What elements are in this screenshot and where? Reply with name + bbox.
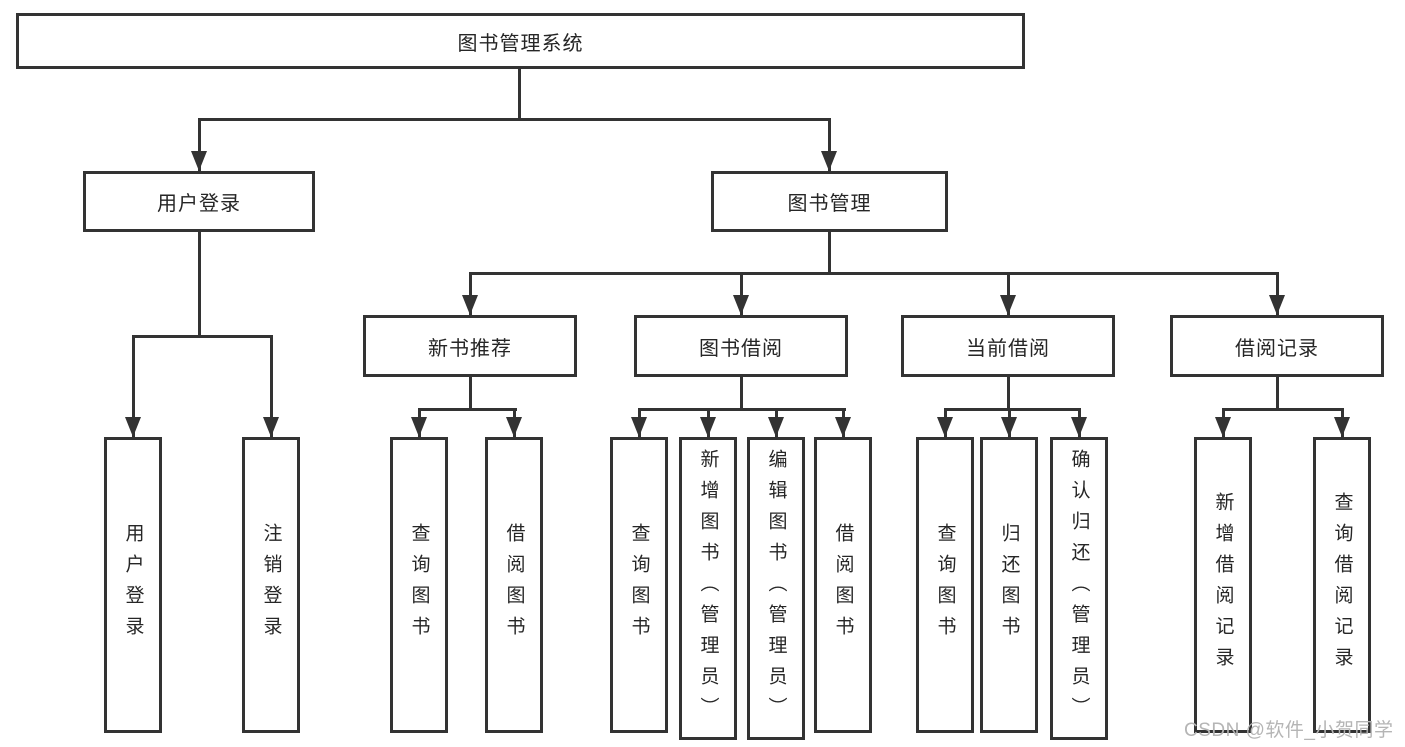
edge-book-borrow-trunk [740, 377, 743, 408]
edge-current-borrow-bus [944, 408, 1081, 411]
arrowhead-icon [263, 417, 279, 437]
edge-root-trunk [518, 69, 521, 118]
arrowhead-icon [1071, 417, 1087, 437]
leaf-user-login: 用户登录 [104, 437, 162, 733]
edge-book-borrow-bus [638, 408, 846, 411]
edge-drop-borrow-records [1276, 272, 1279, 315]
arrowhead-icon [835, 417, 851, 437]
leaf-confirm-return-admin-label: 确认归还（管理员） [1068, 449, 1090, 728]
edge-current-borrow-trunk [1007, 377, 1010, 408]
node-book-management: 图书管理 [711, 171, 948, 232]
arrowhead-icon [125, 417, 141, 437]
node-root: 图书管理系统 [16, 13, 1025, 69]
leaf-logout: 注销登录 [242, 437, 300, 733]
edge-root-bus [198, 118, 830, 121]
arrowhead-icon [462, 295, 478, 315]
node-borrowing-records-label: 借阅记录 [1235, 337, 1319, 360]
edge-user-login-trunk [198, 232, 201, 335]
edge-drop-leaf-login [132, 335, 135, 437]
leaf-query-books-3-label: 查询图书 [934, 523, 956, 647]
node-book-borrowing-label: 图书借阅 [699, 337, 783, 360]
edge-drop-new-book [469, 272, 472, 315]
edge-drop-book-borrow [740, 272, 743, 315]
csdn-watermark: CSDN @软件_小贺同学 [1184, 720, 1394, 741]
leaf-borrow-books-1: 借阅图书 [485, 437, 543, 733]
arrowhead-icon [733, 295, 749, 315]
edge-borrow-records-trunk [1276, 377, 1279, 408]
node-book-borrowing: 图书借阅 [634, 315, 848, 377]
edge-drop-leaf-logout [270, 335, 273, 437]
node-user-login: 用户登录 [83, 171, 315, 232]
edge-new-book-trunk [469, 377, 472, 408]
arrowhead-icon [1215, 417, 1231, 437]
leaf-add-book-admin: 新增图书（管理员） [679, 437, 737, 740]
leaf-add-borrow-record-label: 新增借阅记录 [1212, 492, 1234, 678]
leaf-query-books-2: 查询图书 [610, 437, 668, 733]
leaf-borrow-books-2-label: 借阅图书 [832, 523, 854, 647]
edge-book-mgmt-bus [469, 272, 1279, 275]
node-current-borrowing: 当前借阅 [901, 315, 1115, 377]
leaf-borrow-books-1-label: 借阅图书 [503, 523, 525, 647]
node-new-book-recommend-label: 新书推荐 [428, 337, 512, 360]
arrowhead-icon [1334, 417, 1350, 437]
arrowhead-icon [821, 151, 837, 171]
node-book-management-label: 图书管理 [787, 193, 872, 215]
node-user-login-label: 用户登录 [157, 193, 241, 215]
leaf-query-books-2-label: 查询图书 [628, 523, 650, 647]
node-new-book-recommend: 新书推荐 [363, 315, 577, 377]
leaf-return-book: 归还图书 [980, 437, 1038, 733]
arrowhead-icon [506, 417, 522, 437]
leaf-edit-book-admin-label: 编辑图书（管理员） [765, 449, 787, 728]
leaf-add-book-admin-label: 新增图书（管理员） [697, 449, 719, 728]
leaf-borrow-books-2: 借阅图书 [814, 437, 872, 733]
arrowhead-icon [411, 417, 427, 437]
node-borrowing-records: 借阅记录 [1170, 315, 1384, 377]
leaf-confirm-return-admin: 确认归还（管理员） [1050, 437, 1108, 740]
arrowhead-icon [1269, 295, 1285, 315]
edge-drop-user-login [198, 118, 201, 171]
arrowhead-icon [191, 151, 207, 171]
leaf-query-books-1: 查询图书 [390, 437, 448, 733]
edge-drop-book-mgmt [828, 118, 831, 171]
arrowhead-icon [768, 417, 784, 437]
leaf-query-borrow-record: 查询借阅记录 [1313, 437, 1371, 733]
leaf-logout-label: 注销登录 [260, 523, 282, 647]
edge-user-login-bus [132, 335, 273, 338]
leaf-edit-book-admin: 编辑图书（管理员） [747, 437, 805, 740]
leaf-query-books-3: 查询图书 [916, 437, 974, 733]
leaf-add-borrow-record: 新增借阅记录 [1194, 437, 1252, 733]
leaf-return-book-label: 归还图书 [998, 523, 1020, 647]
node-root-label: 图书管理系统 [457, 32, 584, 55]
arrowhead-icon [1000, 295, 1016, 315]
arrowhead-icon [700, 417, 716, 437]
edge-book-mgmt-trunk [828, 232, 831, 272]
node-current-borrowing-label: 当前借阅 [966, 337, 1050, 360]
edge-drop-current-borrow [1007, 272, 1010, 315]
leaf-user-login-label: 用户登录 [122, 523, 144, 647]
arrowhead-icon [1001, 417, 1017, 437]
arrowhead-icon [937, 417, 953, 437]
edge-borrow-records-bus [1222, 408, 1344, 411]
leaf-query-borrow-record-label: 查询借阅记录 [1331, 492, 1353, 678]
edge-new-book-bus [418, 408, 517, 411]
leaf-query-books-1-label: 查询图书 [408, 523, 430, 647]
arrowhead-icon [631, 417, 647, 437]
